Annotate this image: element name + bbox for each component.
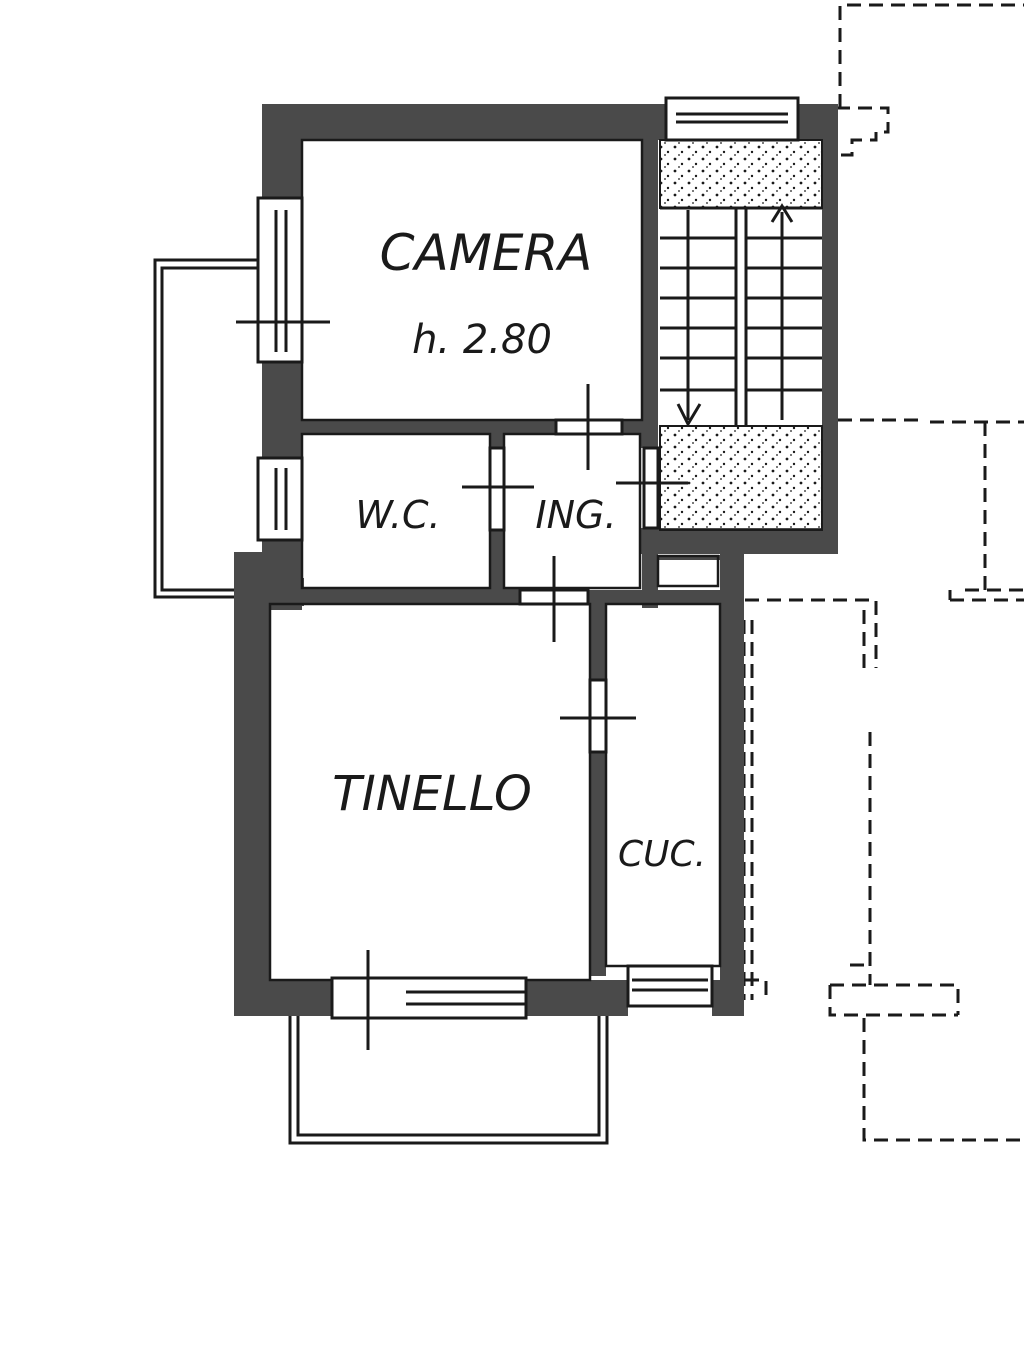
- room-label-ing: ING.: [535, 493, 616, 537]
- door-cross-marks: [236, 320, 688, 1050]
- room-label-camera: CAMERA: [380, 224, 593, 282]
- staircase: [659, 139, 823, 531]
- walls: [234, 104, 838, 1016]
- balcony-west: [153, 258, 258, 599]
- balcony-south: [288, 1015, 609, 1145]
- room-height-camera: h. 2.80: [412, 317, 552, 363]
- stair-arrow-up-icon: [770, 203, 794, 223]
- stair-arrow-down-icon: [676, 403, 702, 428]
- doors: [488, 418, 660, 754]
- neighbor-outlines: [742, 3, 1024, 1142]
- room-label-cuc: CUC.: [618, 834, 706, 875]
- room-label-wc: W.C.: [355, 493, 440, 537]
- windows: [256, 96, 800, 1020]
- room-label-tinello: TINELLO: [332, 766, 532, 822]
